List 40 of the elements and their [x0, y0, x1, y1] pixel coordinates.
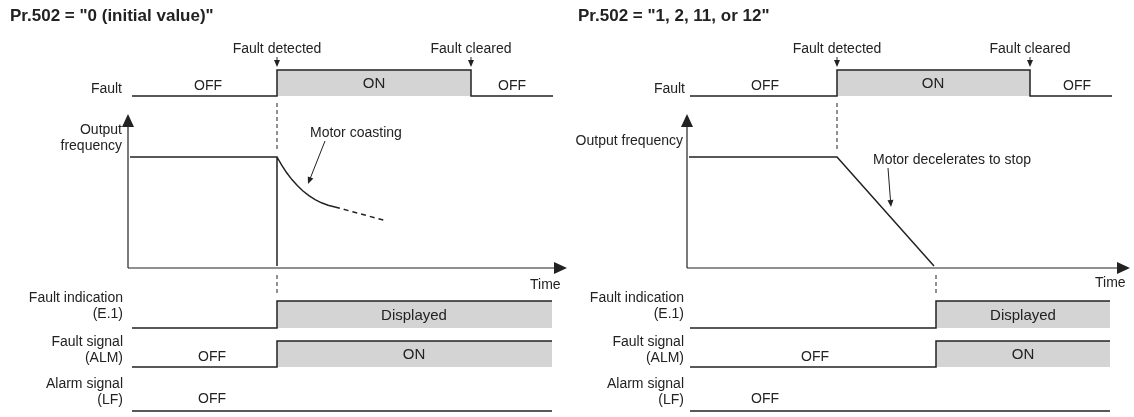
leader-arrow	[1027, 56, 1033, 67]
leader-arrow	[274, 56, 280, 67]
panel-heading: Pr.502 = "0 (initial value)"	[10, 8, 215, 24]
signal-label: Fault	[652, 80, 685, 96]
signal-label: Fault signal (ALM)	[50, 333, 123, 365]
annotation-text: Fault cleared	[421, 40, 521, 56]
state-label: OFF	[750, 77, 780, 93]
annotation-text: Motor decelerates to stop	[873, 151, 1053, 167]
state-label: ON	[361, 75, 387, 91]
axis-label: Time	[1095, 274, 1127, 290]
signal-label: Fault indication (E.1)	[27, 289, 123, 321]
axis-label: Output frequency	[59, 121, 122, 153]
state-label: OFF	[750, 390, 780, 406]
state-label: Displayed	[380, 306, 448, 323]
leader-arrow	[834, 56, 840, 67]
annotation-text: Motor coasting	[310, 124, 415, 140]
state-label: OFF	[193, 77, 223, 93]
state-label: OFF	[497, 77, 527, 93]
state-label: OFF	[800, 348, 830, 364]
state-label: ON	[920, 75, 946, 91]
state-label: ON	[401, 346, 427, 362]
annotation-text: Fault detected	[227, 40, 327, 56]
axis-label: Time	[530, 276, 562, 292]
state-label: Displayed	[989, 306, 1057, 323]
state-label: OFF	[1062, 77, 1092, 93]
signal-label: Fault signal (ALM)	[611, 333, 684, 365]
leader-arrow	[887, 167, 894, 207]
leader-arrow	[307, 140, 326, 184]
leader-arrow	[468, 56, 474, 67]
state-label: ON	[1010, 346, 1036, 362]
annotation-text: Fault cleared	[980, 40, 1080, 56]
state-label: OFF	[197, 348, 227, 364]
state-label: OFF	[197, 390, 227, 406]
signal-label: Alarm signal (LF)	[44, 375, 123, 407]
signal-label: Fault indication (E.1)	[588, 289, 684, 321]
annotation-text: Fault detected	[787, 40, 887, 56]
signal-label: Alarm signal (LF)	[605, 375, 684, 407]
signal-label: Fault	[89, 80, 122, 96]
panel-heading: Pr.502 = "1, 2, 11, or 12"	[578, 8, 771, 24]
axis-label: Output frequency	[574, 132, 683, 148]
